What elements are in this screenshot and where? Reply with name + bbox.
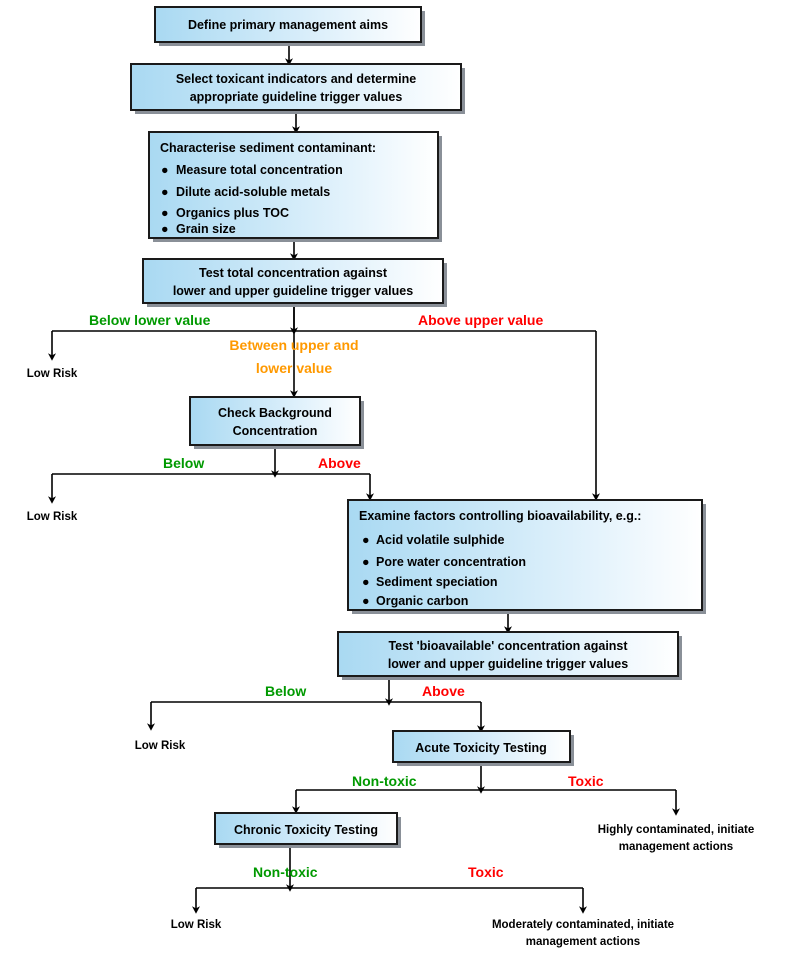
box-characterise-rect [148,131,439,239]
box-check-background[interactable]: Check Background Concentration [189,396,364,449]
box-test-bioavailable-line-1: Test 'bioavailable' concentration agains… [388,639,628,653]
edge-label-between-line-1: Between upper and [229,337,358,353]
box-examine-factors-rect [347,499,703,611]
edge-label-above-upper-value: Above upper value [418,312,543,328]
connector-layer [48,43,681,914]
edge-label-non-toxic-1: Non-toxic [352,773,417,789]
edge-label-between-line-2: lower value [256,360,332,376]
box-test-total-concentration[interactable]: Test total concentration against lower a… [142,258,447,307]
edge-label-toxic-1: Toxic [568,773,604,789]
terminal-low-risk-2: Low Risk [27,511,78,523]
box-chronic-toxicity-line-1: Chronic Toxicity Testing [234,823,378,837]
terminal-layer: Low Risk Low Risk Low Risk Low Risk High… [27,368,755,948]
box-define-aims[interactable]: Define primary management aims [154,6,425,46]
edge-label-below-1: Below [163,455,204,471]
edge-label-above-2: Above [422,683,465,699]
box-examine-factors-bullet-3: Sediment speciation [376,575,498,589]
box-examine-factors-bullet-4: Organic carbon [376,594,468,608]
bullet-marker-3: ● [161,206,169,220]
edge-label-toxic-2: Toxic [468,864,504,880]
edge-label-layer: Below lower value Above upper value Betw… [89,312,604,880]
box-characterise-bullet-1: Measure total concentration [176,163,343,177]
box-characterise-bullet-4: Grain size [176,222,236,236]
box-examine-factors[interactable]: Examine factors controlling bioavailabil… [347,499,706,614]
box-check-background-line-1: Check Background [218,406,332,420]
terminal-low-risk-3: Low Risk [135,740,186,752]
box-test-bioavailable-line-2: lower and upper guideline trigger values [388,657,628,671]
terminal-moderately-contaminated-line-2: management actions [526,936,640,948]
box-define-aims-rect [154,6,422,43]
box-chronic-toxicity-rect [214,812,398,845]
box-chronic-toxicity[interactable]: Chronic Toxicity Testing [214,812,401,848]
box-check-background-line-2: Concentration [233,424,318,438]
edge-label-below-2: Below [265,683,306,699]
bullet-marker-1: ● [161,163,169,177]
box-select-toxicant-line-1: Select toxicant indicators and determine [176,72,416,86]
bullet-marker-2: ● [161,185,169,199]
bullet-marker-4: ● [161,222,169,236]
box-select-toxicant-rect [130,63,462,111]
box-characterise-sediment[interactable]: Characterise sediment contaminant: ● Mea… [148,131,442,242]
terminal-moderately-contaminated-line-1: Moderately contaminated, initiate [492,919,674,931]
edge-label-below-lower-value: Below lower value [89,312,211,328]
box-test-bioavailable-rect [337,631,679,677]
box-test-total-line-1: Test total concentration against [199,266,388,280]
box-select-toxicant[interactable]: Select toxicant indicators and determine… [130,63,465,114]
terminal-highly-contaminated-line-1: Highly contaminated, initiate [598,824,755,836]
terminal-low-risk-1: Low Risk [27,368,78,380]
box-test-bioavailable[interactable]: Test 'bioavailable' concentration agains… [337,631,682,680]
box-check-background-rect [189,396,361,446]
bullet-marker-5: ● [362,533,370,547]
edge-label-non-toxic-2: Non-toxic [253,864,318,880]
box-test-total-line-2: lower and upper guideline trigger values [173,284,413,298]
box-characterise-bullet-3: Organics plus TOC [176,206,289,220]
edge-label-above-1: Above [318,455,361,471]
box-acute-toxicity-rect [392,730,571,763]
box-acute-toxicity-line-1: Acute Toxicity Testing [415,741,547,755]
terminal-low-risk-4: Low Risk [171,919,222,931]
bullet-marker-7: ● [362,575,370,589]
box-test-total-rect [142,258,444,304]
box-select-toxicant-line-2: appropriate guideline trigger values [190,90,403,104]
box-define-aims-line-1: Define primary management aims [188,18,388,32]
bullet-marker-6: ● [362,555,370,569]
box-examine-factors-bullet-1: Acid volatile sulphide [376,533,505,547]
terminal-highly-contaminated-line-2: management actions [619,841,733,853]
box-examine-factors-heading: Examine factors controlling bioavailabil… [359,509,641,523]
box-characterise-heading: Characterise sediment contaminant: [160,141,376,155]
box-examine-factors-bullet-2: Pore water concentration [376,555,526,569]
box-characterise-bullet-2: Dilute acid-soluble metals [176,185,330,199]
box-acute-toxicity[interactable]: Acute Toxicity Testing [392,730,574,766]
bullet-marker-8: ● [362,594,370,608]
